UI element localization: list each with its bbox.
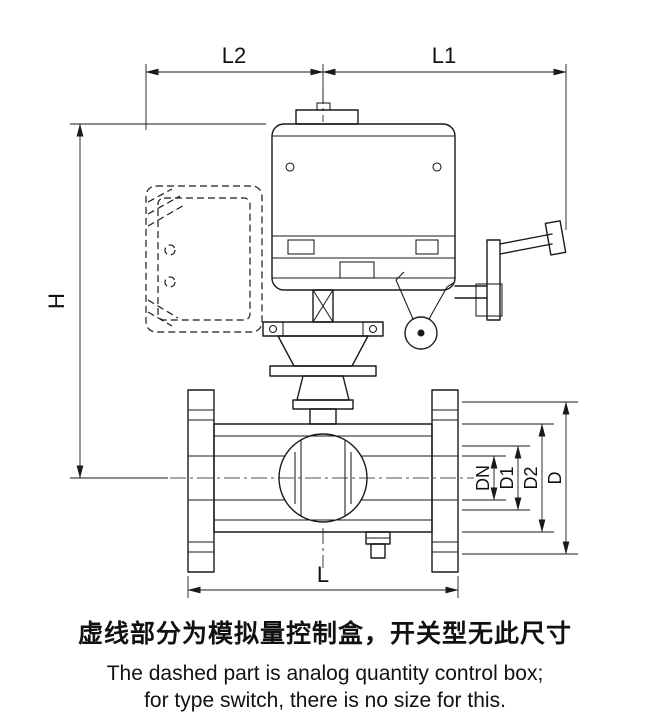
dimension-top: L2 L1 — [145, 43, 567, 230]
dim-label-d: D — [545, 472, 565, 485]
caption-english-line2: for type switch, there is no size for th… — [144, 689, 506, 712]
right-flange — [431, 389, 459, 573]
caption-block: 虚线部分为模拟量控制盒，开关型无此尺寸 The dashed part is a… — [78, 619, 572, 712]
dimension-height: H — [44, 123, 266, 479]
analog-control-box-dashed — [145, 185, 263, 333]
dim-label-h: H — [44, 293, 69, 309]
dim-label-d1: D1 — [497, 466, 517, 489]
left-flange — [187, 389, 215, 573]
bonnet-assembly — [262, 289, 384, 425]
lever-linkage — [395, 271, 456, 350]
dim-label-l: L — [317, 562, 329, 587]
dim-label-l2: L2 — [222, 43, 246, 68]
dim-label-dn: DN — [473, 465, 493, 491]
hand-crank — [454, 220, 567, 321]
dimension-length: L — [187, 562, 459, 598]
valve-body — [187, 389, 459, 573]
dimension-diameters: DN D1 D2 D — [462, 401, 578, 555]
dim-label-l1: L1 — [432, 43, 456, 68]
dim-label-d2: D2 — [521, 466, 541, 489]
actuator-housing — [271, 102, 456, 291]
caption-chinese: 虚线部分为模拟量控制盒，开关型无此尺寸 — [78, 619, 572, 648]
drain-bolt — [365, 531, 391, 559]
centerlines — [170, 88, 474, 568]
caption-english-line1: The dashed part is analog quantity contr… — [107, 662, 544, 685]
